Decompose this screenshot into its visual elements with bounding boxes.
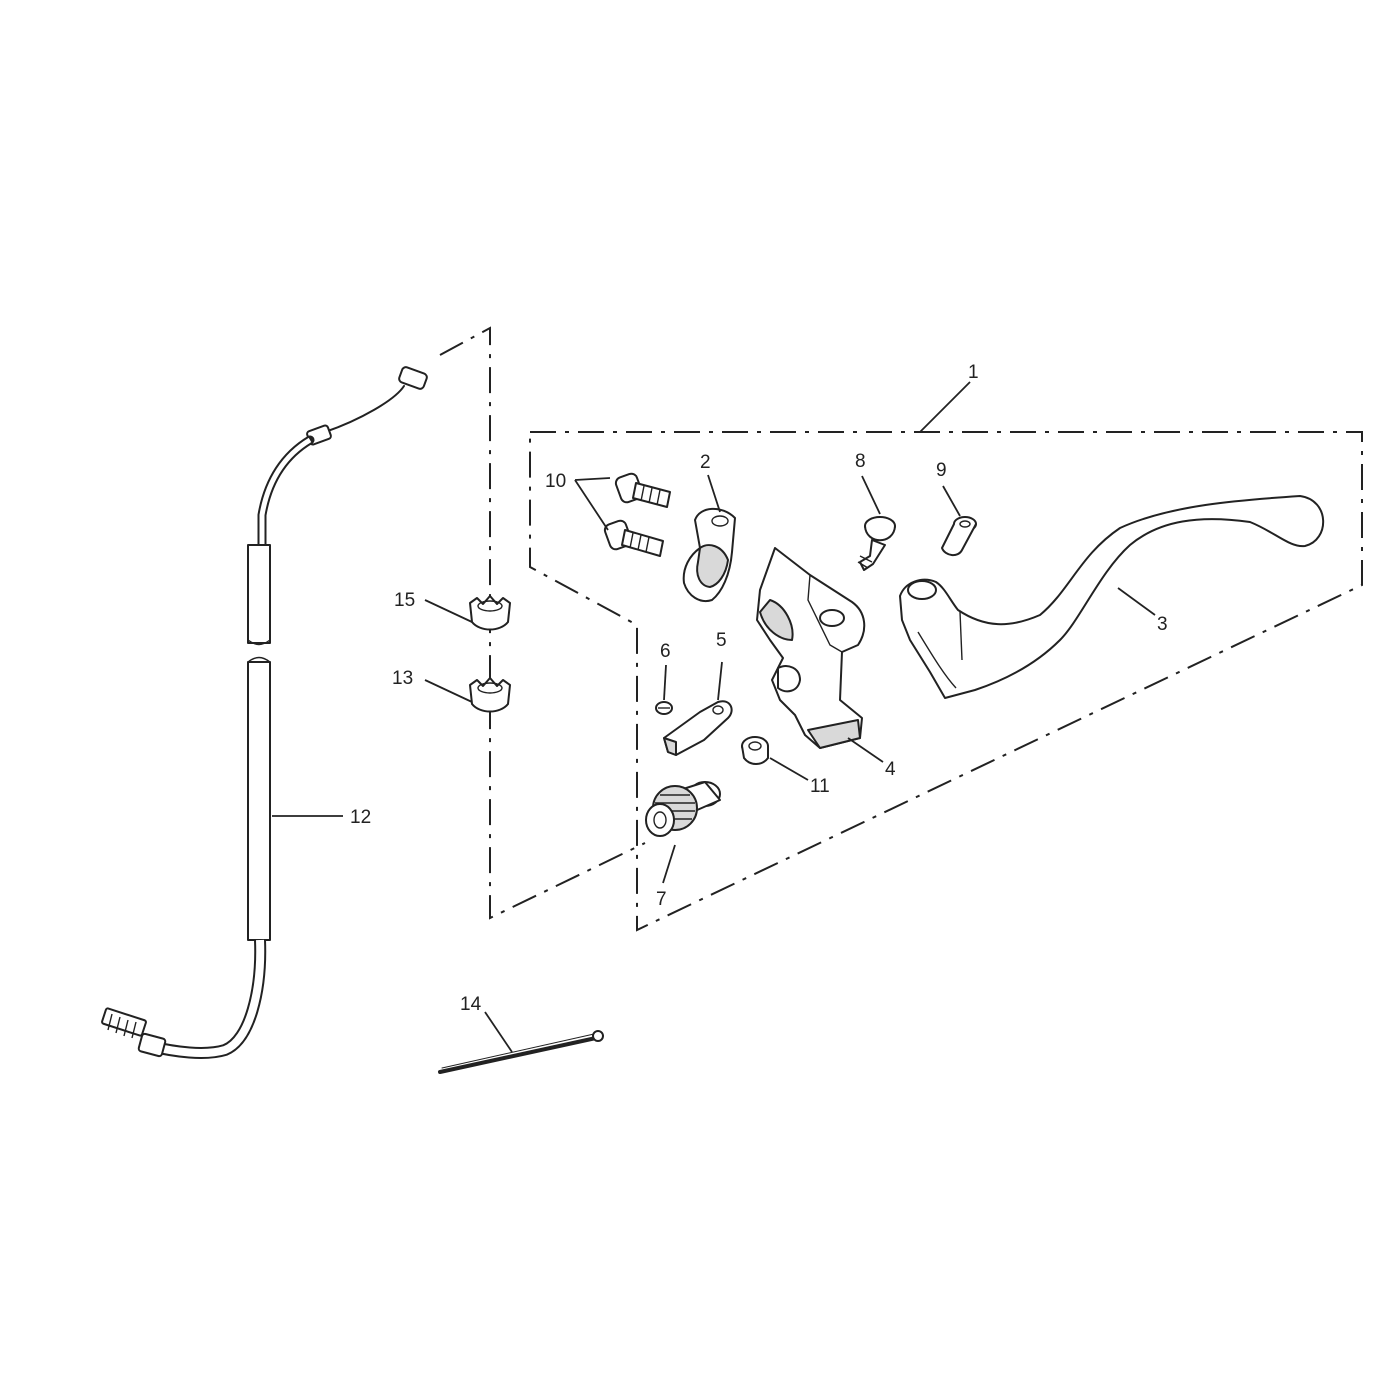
part-label-7: 7: [656, 889, 667, 910]
grommet-13: [469, 677, 511, 713]
cable-adjuster: [645, 781, 721, 837]
part-label-3: 3: [1157, 614, 1168, 635]
pivot-bushing: [941, 516, 977, 556]
retaining-clip: [663, 700, 733, 756]
part-label-6: 6: [660, 641, 671, 662]
assembly-outline: [529, 431, 1363, 932]
handlebar-clamp: [682, 507, 736, 602]
adjuster-nut: [741, 736, 769, 765]
cable-tie: [438, 1030, 604, 1074]
part-label-14: 14: [460, 994, 482, 1015]
pivot-bolt: [857, 516, 896, 571]
alignment-line: [439, 326, 646, 920]
part-label-8: 8: [855, 451, 866, 472]
part-label-11: 11: [810, 776, 830, 797]
part-label-10: 10: [545, 471, 566, 492]
clutch-lever: [899, 495, 1325, 699]
part-label-9: 9: [936, 460, 947, 481]
part-label-4: 4: [885, 759, 896, 780]
part-label-5: 5: [716, 630, 727, 651]
grommet-15: [469, 595, 511, 631]
clutch-cable: [101, 366, 428, 1059]
small-screw: [655, 701, 673, 715]
leader-lines: [272, 381, 1156, 1053]
screw-upper: [614, 472, 671, 508]
screw-lower: [603, 519, 664, 557]
part-label-12: 12: [350, 807, 371, 828]
part-label-1: 1: [968, 362, 979, 383]
part-label-13: 13: [392, 668, 413, 689]
lever-housing: [756, 547, 866, 749]
part-label-15: 15: [394, 590, 415, 611]
part-label-2: 2: [700, 452, 711, 473]
